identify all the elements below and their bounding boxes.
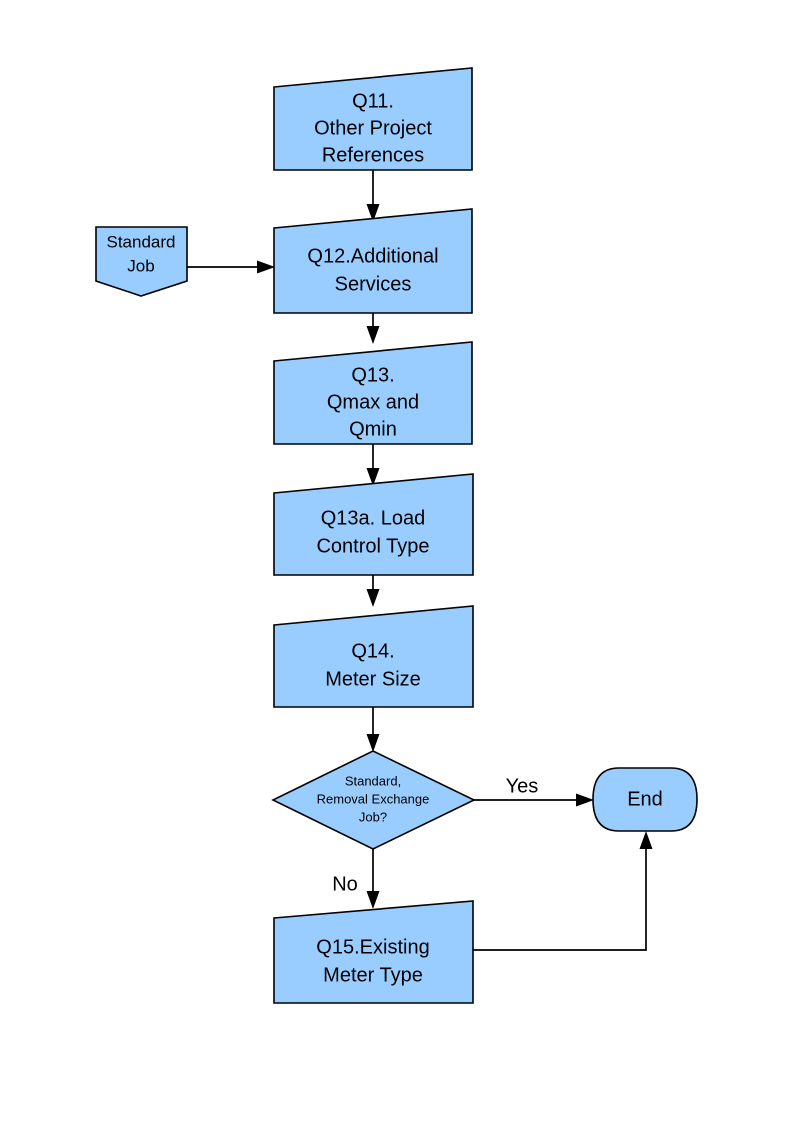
node-standard-job-line2: Job: [127, 256, 154, 275]
arrow-head-icon: [366, 589, 380, 607]
edge-decision-to-end-yes: [474, 793, 594, 807]
arrow-head-icon: [366, 891, 380, 909]
edge-standard-job-to-q12: [187, 260, 275, 274]
edge-q15-to-end: [473, 831, 653, 951]
edge-q13-to-q13a: [366, 444, 380, 486]
node-decision-shape: [271, 750, 476, 850]
node-standard-job-shape: [95, 226, 188, 297]
node-decision-line1: Standard,: [345, 773, 401, 788]
node-decision-line3: Job?: [359, 809, 387, 824]
node-q14[interactable]: Q14. Meter Size: [273, 605, 474, 708]
node-q15-line1: Q15.Existing: [316, 936, 429, 958]
node-q14-line2: Meter Size: [325, 668, 421, 690]
arrow-head-icon: [576, 793, 594, 807]
node-q13-line3: Qmin: [349, 418, 397, 440]
node-q11-line2: Other Project: [314, 117, 432, 139]
node-q11-shape: [273, 67, 473, 171]
arrow-head-icon: [366, 468, 380, 486]
node-q12[interactable]: Q12.Additional Services: [273, 208, 473, 314]
node-q12-line2: Services: [335, 273, 412, 295]
arrow-head-icon: [366, 326, 380, 344]
edge-q13a-to-q14: [366, 575, 380, 607]
node-q11[interactable]: Q11. Other Project References: [273, 67, 473, 171]
node-q13-line2: Qmax and: [327, 391, 419, 413]
node-standard-job-line1: Standard: [107, 232, 176, 251]
node-decision[interactable]: Standard, Removal Exchange Job?: [271, 750, 476, 850]
node-end[interactable]: End: [592, 767, 698, 832]
node-standard-job[interactable]: Standard Job: [95, 226, 188, 297]
node-q12-shape: [273, 208, 473, 314]
node-q13[interactable]: Q13. Qmax and Qmin: [273, 341, 473, 445]
node-q15-shape: [273, 900, 474, 1004]
edge-label-yes: Yes: [506, 775, 539, 797]
node-q11-line3: References: [322, 144, 424, 166]
edge-q12-to-q13: [366, 313, 380, 344]
arrow-head-icon: [257, 260, 275, 274]
node-q13-line1: Q13.: [351, 364, 394, 386]
node-q12-line1: Q12.Additional: [307, 245, 438, 267]
node-q11-line1: Q11.: [352, 90, 394, 112]
edge-q14-to-decision: [366, 707, 380, 752]
node-q14-line1: Q14.: [351, 640, 394, 662]
node-q13a-shape: [273, 473, 474, 576]
node-q15-line2: Meter Type: [323, 964, 423, 986]
node-q13a-line1: Q13a. Load: [321, 507, 426, 529]
node-q15[interactable]: Q15.Existing Meter Type: [273, 900, 474, 1004]
node-decision-line2: Removal Exchange: [317, 791, 430, 806]
edge-label-no: No: [332, 873, 358, 895]
node-q13a-line2: Control Type: [316, 535, 429, 557]
edge-decision-to-q15-no: [366, 849, 380, 909]
arrow-head-icon: [366, 204, 380, 222]
node-q13a[interactable]: Q13a. Load Control Type: [273, 473, 474, 576]
node-q13-shape: [273, 341, 473, 445]
edge-q11-to-q12: [366, 170, 380, 222]
arrow-head-icon: [639, 831, 653, 849]
node-end-label: End: [627, 788, 663, 810]
node-q14-shape: [273, 605, 474, 708]
node-end-shape: [592, 767, 698, 832]
arrow-head-icon: [366, 734, 380, 752]
